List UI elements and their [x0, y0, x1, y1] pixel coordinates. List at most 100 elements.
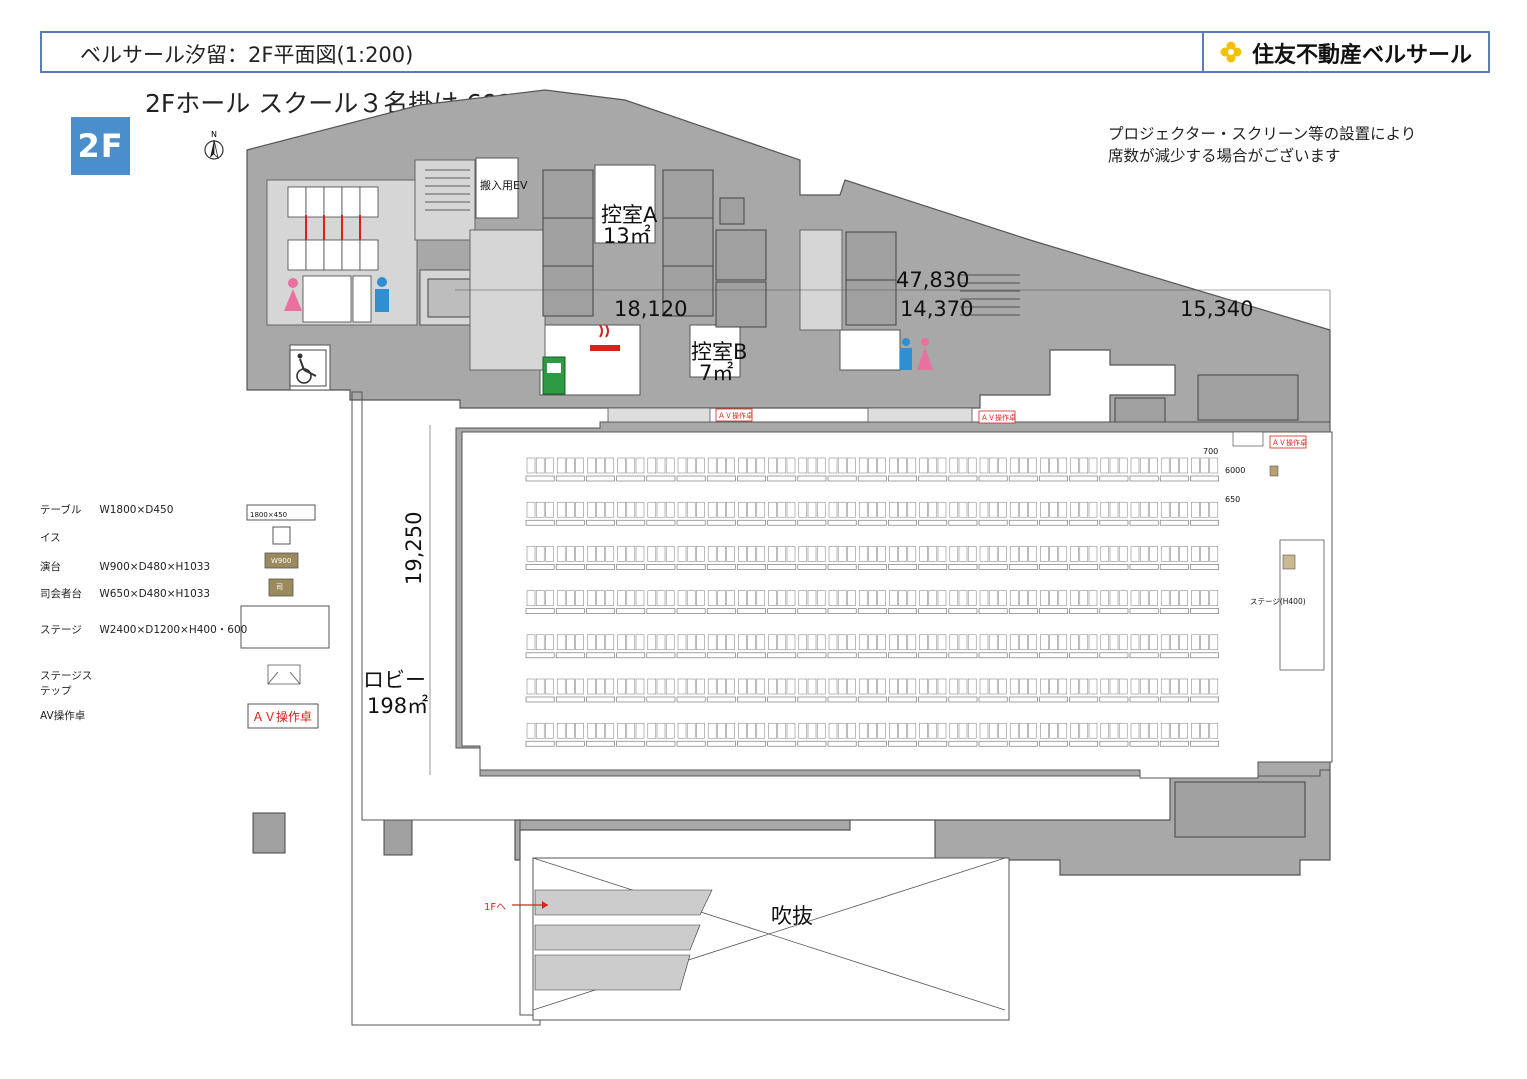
seat-chair	[1049, 678, 1058, 695]
seat-chair	[535, 634, 545, 651]
seat-table	[948, 652, 978, 659]
seat-chair	[605, 634, 615, 651]
seat-chair	[526, 501, 536, 518]
seat-chair	[979, 457, 989, 474]
seat-chair	[1088, 546, 1098, 562]
seat-chair	[677, 457, 687, 474]
seat-chair	[858, 501, 868, 518]
seat-chair	[1149, 501, 1158, 518]
seat-chair	[1130, 722, 1140, 739]
seat-chair	[626, 590, 636, 606]
seat-chair	[847, 457, 856, 474]
seat-chair	[1058, 722, 1068, 739]
seat-chair	[1139, 501, 1149, 518]
seat-table	[888, 564, 917, 570]
seat-chair	[1170, 546, 1179, 562]
seat-table	[888, 696, 917, 703]
seat-chair	[807, 634, 817, 651]
seat-chair	[1139, 546, 1149, 562]
seat-chair	[1100, 722, 1110, 739]
seat-chair	[1019, 678, 1028, 695]
seat-chair	[617, 634, 626, 651]
seat-chair	[1200, 722, 1209, 739]
seat-chair	[707, 678, 717, 695]
seat-chair	[686, 501, 696, 518]
seat-chair	[1179, 590, 1188, 606]
seat-table	[586, 564, 615, 570]
seat-table	[918, 608, 948, 614]
seat-chair	[828, 457, 838, 474]
dim-6000: 6000	[1225, 466, 1246, 475]
seat-chair	[665, 678, 675, 695]
seat-chair	[937, 501, 947, 518]
exit-icon	[542, 356, 566, 395]
seat-chair	[566, 501, 575, 518]
seat-chair	[566, 634, 575, 651]
seat-chair	[587, 501, 596, 518]
seat-table	[857, 519, 887, 526]
seat-table	[586, 740, 615, 747]
seat-table	[555, 696, 585, 703]
seat-chair	[1109, 678, 1119, 695]
seat-chair	[556, 546, 566, 562]
seat-chair	[1019, 457, 1028, 474]
seat-chair	[635, 546, 645, 562]
seat-table	[1159, 608, 1189, 614]
seat-table	[616, 475, 646, 482]
seat-table	[646, 740, 676, 747]
seat-table	[555, 564, 585, 570]
seat-table	[1069, 564, 1099, 570]
seat-chair	[1058, 457, 1068, 474]
seat-table	[706, 696, 736, 703]
seat-table	[797, 519, 827, 526]
seat-chair	[1130, 457, 1140, 474]
legend-spec: W2400×D1200×H400・600	[99, 624, 248, 636]
seat-chair	[677, 722, 687, 739]
seat-chair	[1160, 678, 1170, 695]
seat-chair	[837, 590, 847, 606]
seat-chair	[647, 590, 657, 606]
seat-chair	[1070, 590, 1079, 606]
seat-chair	[1170, 457, 1179, 474]
seating-grid	[525, 457, 1219, 747]
wheelchair-icon	[289, 349, 327, 387]
seat-chair	[717, 590, 726, 606]
seat-table	[888, 652, 917, 659]
seat-chair	[1149, 722, 1158, 739]
seat-chair	[1200, 590, 1209, 606]
seat-chair	[1028, 546, 1037, 562]
seat-table	[1008, 608, 1038, 614]
seat-chair	[979, 590, 989, 606]
seat-table	[978, 475, 1008, 482]
seat-chair	[526, 546, 536, 562]
seat-chair	[816, 634, 826, 651]
seat-chair	[696, 501, 705, 518]
dimension-hall-depth: 19,250	[402, 511, 426, 585]
seat-chair	[816, 590, 826, 606]
seat-chair	[686, 634, 696, 651]
female-icon	[284, 278, 302, 311]
seat-chair	[556, 457, 566, 474]
seat-table	[1099, 696, 1129, 703]
page-header: ベルサール汐留：2F平面図(1:200) 住友不動産ベルサール	[40, 31, 1490, 73]
seat-chair	[967, 457, 977, 474]
seat-table	[1190, 740, 1219, 747]
seat-chair	[858, 590, 868, 606]
seat-chair	[1149, 678, 1158, 695]
seat-chair	[1058, 590, 1068, 606]
legend-name: ステージ	[40, 624, 82, 636]
seat-chair	[738, 501, 747, 518]
seat-table	[1190, 652, 1219, 659]
stage-label: ステージ(H400)	[1250, 597, 1306, 606]
seat-chair	[717, 546, 726, 562]
legend-item-stage-step: ステージステップ	[40, 668, 96, 698]
seat-chair	[1130, 590, 1140, 606]
seat-chair	[626, 678, 636, 695]
seat-chair	[677, 590, 687, 606]
seat-chair	[747, 546, 756, 562]
seat-table	[616, 652, 646, 659]
seat-chair	[988, 501, 998, 518]
dimension-overall-width: 47,830	[896, 268, 970, 292]
seat-table	[1099, 740, 1129, 747]
